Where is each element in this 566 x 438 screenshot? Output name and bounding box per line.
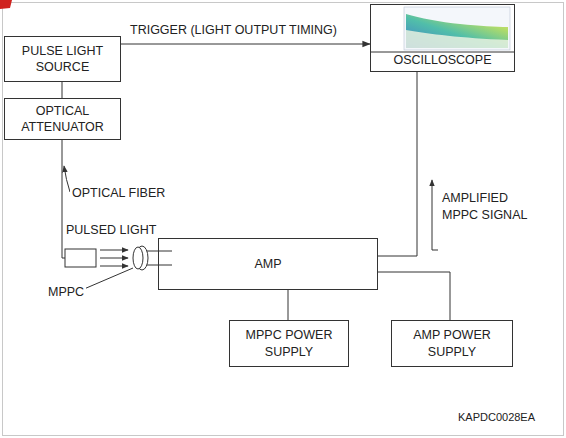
optical-fiber — [62, 140, 65, 258]
frame — [3, 3, 564, 436]
mppc-symbol — [133, 246, 172, 270]
box-label: AMP — [254, 256, 281, 272]
connector — [121, 44, 370, 45]
box-text-group: OPTICAL ATTENUATOR — [11, 103, 114, 136]
oscilloscope-box: OSCILLOSCOPE — [370, 4, 515, 72]
box-label: PULSE LIGHT SOURCE — [11, 43, 114, 76]
power-supply-box: AMP POWER SUPPLY — [391, 320, 513, 367]
box-text-group: PULSE LIGHT SOURCE — [11, 43, 114, 76]
signal-label: TRIGGER (LIGHT OUTPUT TIMING) — [128, 22, 339, 39]
box-text-group: AMP POWER SUPPLY — [398, 327, 506, 360]
drawing-code: KAPDC0028EA — [456, 410, 537, 425]
box-text-group: MPPC POWER SUPPLY — [236, 327, 342, 360]
box-label: OPTICAL ATTENUATOR — [11, 103, 114, 136]
leader-line — [84, 268, 133, 289]
connector — [378, 72, 417, 256]
connector — [288, 290, 289, 320]
amp-box: AMP — [158, 238, 378, 290]
signal-label: AMPLIFIED MPPC SIGNAL — [440, 190, 544, 224]
box-label: OSCILLOSCOPE — [394, 52, 492, 68]
corner-mark — [0, 0, 12, 9]
part-label: OPTICAL FIBER — [70, 185, 167, 202]
part-label: MPPC — [46, 284, 86, 301]
light-arrows — [100, 250, 128, 266]
box-label: AMP POWER SUPPLY — [398, 327, 506, 360]
power-supply-box: MPPC POWER SUPPLY — [229, 320, 349, 367]
box-text-group: AMP — [254, 256, 281, 272]
connector — [378, 272, 450, 320]
box-label: MPPC POWER SUPPLY — [236, 327, 342, 360]
part-label: PULSED LIGHT — [64, 222, 158, 239]
attenuator-box: OPTICAL ATTENUATOR — [4, 98, 121, 140]
connector — [62, 82, 63, 98]
source-box: PULSE LIGHT SOURCE — [4, 36, 121, 82]
box-text-group: OSCILLOSCOPE — [394, 52, 492, 68]
signal-arrow — [432, 180, 438, 250]
oscilloscope-screen — [371, 7, 514, 52]
fiber-tip — [65, 249, 96, 267]
